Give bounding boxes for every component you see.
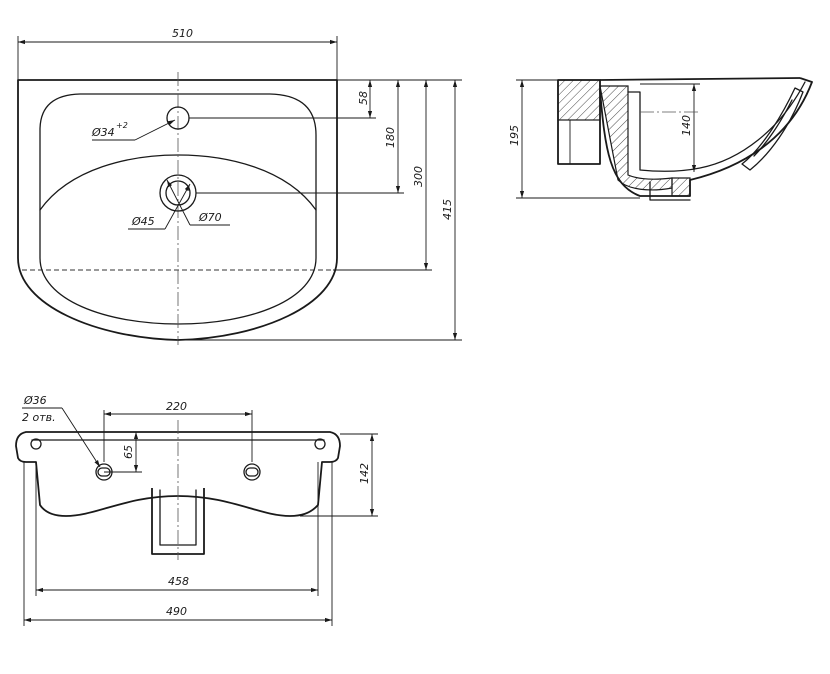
side-drain-flange	[649, 181, 691, 201]
rear-drain-inner	[159, 489, 197, 546]
dim-195-label: 195	[508, 125, 521, 146]
side-bowl-inner	[627, 81, 806, 172]
side-section-view: 195 140	[508, 77, 813, 201]
mount-hole-right	[243, 463, 261, 481]
leader-tap-arrow	[134, 119, 176, 141]
rear-view: 220 65 142 458 490 Ø36 2 отв.	[15, 394, 378, 626]
dim-142-label: 142	[358, 463, 371, 484]
side-top-rim	[599, 77, 801, 81]
rear-corner-hole-right	[314, 438, 326, 450]
dim-180-label: 180	[384, 127, 397, 148]
dim-300-label: 300	[412, 166, 425, 187]
tap-hole-tol-label: +2	[116, 121, 128, 130]
dim-490-label: 490	[166, 605, 187, 618]
top-inner-rim	[39, 93, 317, 325]
drain-outer-label: Ø70	[198, 211, 222, 224]
leader-drain-inner-arrow	[164, 183, 191, 230]
drain-inner-label: Ø45	[131, 215, 155, 228]
tap-hole-label: Ø34	[91, 126, 115, 139]
leader-mount-arrow	[61, 407, 101, 468]
dim-width-label: 510	[172, 27, 193, 40]
top-view: 510 58 180 300 415 Ø34 +2 Ø45 Ø70	[17, 27, 462, 345]
dim-58-label: 58	[357, 91, 370, 105]
dim-220-label: 220	[166, 400, 187, 413]
dim-65-label: 65	[122, 445, 135, 459]
dim-415-label: 415	[441, 199, 454, 220]
side-drain-hatch	[671, 177, 691, 197]
dim-458-label: 458	[168, 575, 189, 588]
rear-corner-hole-left	[30, 438, 42, 450]
mount-slot-right	[245, 467, 259, 477]
mount-count-label: 2 отв.	[22, 411, 56, 424]
side-back-hatch	[557, 79, 601, 121]
side-overflow-inner	[753, 99, 793, 157]
leader-drain-outer-arrow	[166, 179, 191, 226]
mount-hole-label: Ø36	[23, 394, 47, 407]
dim-140-label: 140	[680, 115, 693, 136]
top-outer-outline	[17, 79, 338, 341]
side-overflow-outer	[741, 87, 804, 171]
side-inner-wall-hatch	[599, 85, 673, 191]
